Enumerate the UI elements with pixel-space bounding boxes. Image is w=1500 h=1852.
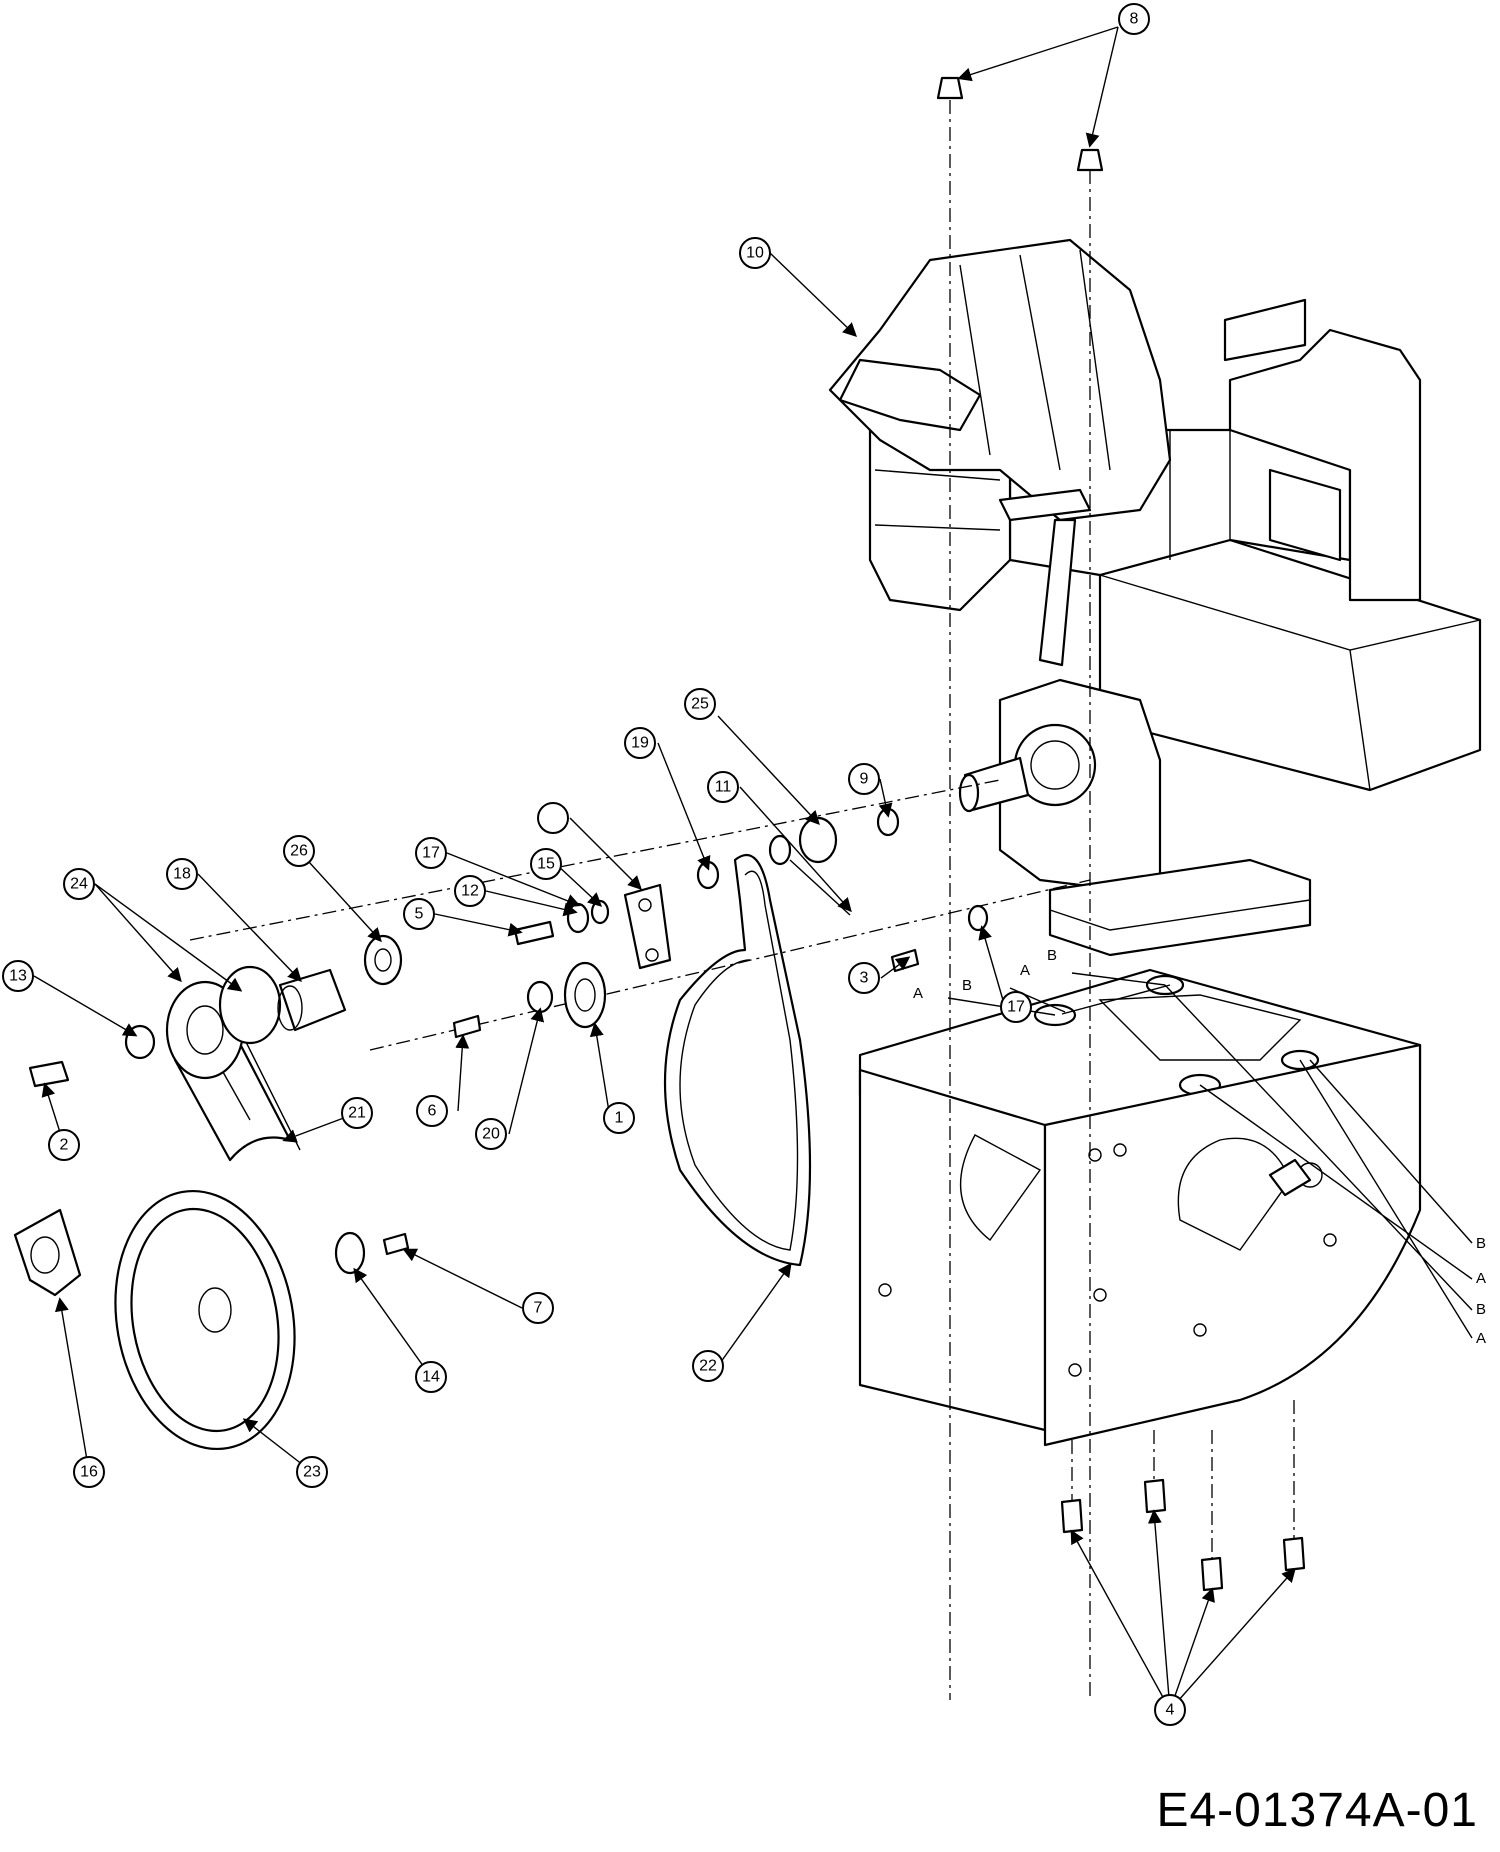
callout-3: 3 xyxy=(848,962,880,994)
callout-23: 23 xyxy=(296,1456,328,1488)
svg-text:1: 1 xyxy=(615,1110,624,1127)
callout-16: 16 xyxy=(73,1456,105,1488)
svg-text:16: 16 xyxy=(80,1464,98,1481)
svg-text:11: 11 xyxy=(715,779,732,796)
svg-text:7: 7 xyxy=(534,1300,543,1317)
callout-9: 9 xyxy=(848,763,880,795)
svg-text:5: 5 xyxy=(415,906,424,923)
callout-20: 20 xyxy=(475,1118,507,1150)
callout-2: 2 xyxy=(48,1129,80,1161)
svg-text:26: 26 xyxy=(290,843,308,860)
callout-22: 22 xyxy=(692,1350,724,1382)
edge-label-b: B xyxy=(1476,1235,1486,1252)
document-code: E4-01374A-01 xyxy=(1156,1784,1478,1837)
edge-label-b: B xyxy=(1047,947,1057,964)
edge-label-b: B xyxy=(1476,1301,1486,1318)
svg-text:21: 21 xyxy=(348,1105,366,1122)
callout-25: 25 xyxy=(684,688,716,720)
svg-text:10: 10 xyxy=(746,245,764,262)
callout-15: 15 xyxy=(530,848,562,880)
callout-14: 14 xyxy=(415,1361,447,1393)
callout-17: 17 xyxy=(415,837,447,869)
callout-6: 6 xyxy=(416,1095,448,1127)
svg-text:12: 12 xyxy=(461,883,479,900)
svg-text:17: 17 xyxy=(422,845,440,862)
drive-parts xyxy=(13,76,1306,1700)
svg-text:18: 18 xyxy=(173,866,191,883)
callout-18: 18 xyxy=(166,858,198,890)
edge-label-b: B xyxy=(962,977,972,994)
svg-text:24: 24 xyxy=(70,876,88,893)
callouts: 8 10 25 19 11 9 17 15 12 5 26 18 24 13 2… xyxy=(2,3,1186,1726)
svg-text:25: 25 xyxy=(691,696,709,713)
callout-28 xyxy=(537,802,569,834)
callout-10: 10 xyxy=(739,237,771,269)
svg-text:19: 19 xyxy=(631,735,649,752)
callout-26: 26 xyxy=(283,835,315,867)
callout-24: 24 xyxy=(63,868,95,900)
svg-text:2: 2 xyxy=(60,1137,69,1154)
edge-label-a: A xyxy=(913,985,923,1002)
callout-11: 11 xyxy=(707,771,739,803)
svg-text:22: 22 xyxy=(699,1358,717,1375)
callout-8: 8 xyxy=(1118,3,1150,35)
engine-assembly xyxy=(828,238,1482,957)
edge-label-a: A xyxy=(1476,1270,1486,1287)
svg-text:14: 14 xyxy=(422,1369,440,1386)
callout-7: 7 xyxy=(522,1292,554,1324)
svg-text:17: 17 xyxy=(1007,999,1025,1016)
callout-12: 12 xyxy=(454,875,486,907)
svg-text:3: 3 xyxy=(860,970,869,987)
svg-text:8: 8 xyxy=(1130,11,1139,28)
edge-label-a: A xyxy=(1020,962,1030,979)
svg-text:23: 23 xyxy=(303,1464,321,1481)
leader-lines xyxy=(33,26,1473,1711)
frame-assembly xyxy=(858,968,1422,1447)
callout-19: 19 xyxy=(624,727,656,759)
svg-text:20: 20 xyxy=(482,1126,500,1143)
callout-21: 21 xyxy=(341,1097,373,1129)
svg-text:15: 15 xyxy=(537,856,555,873)
svg-text:6: 6 xyxy=(428,1103,437,1120)
callout-17: 17 xyxy=(1000,991,1032,1023)
svg-text:4: 4 xyxy=(1166,1702,1175,1719)
callout-1: 1 xyxy=(603,1102,635,1134)
callout-13: 13 xyxy=(2,960,34,992)
edge-label-a: A xyxy=(1476,1330,1486,1347)
callout-4: 4 xyxy=(1154,1694,1186,1726)
edge-labels: A B A B B A B A xyxy=(913,947,1486,1347)
svg-text:9: 9 xyxy=(860,771,869,788)
callout-5: 5 xyxy=(403,898,435,930)
svg-text:13: 13 xyxy=(9,968,27,985)
